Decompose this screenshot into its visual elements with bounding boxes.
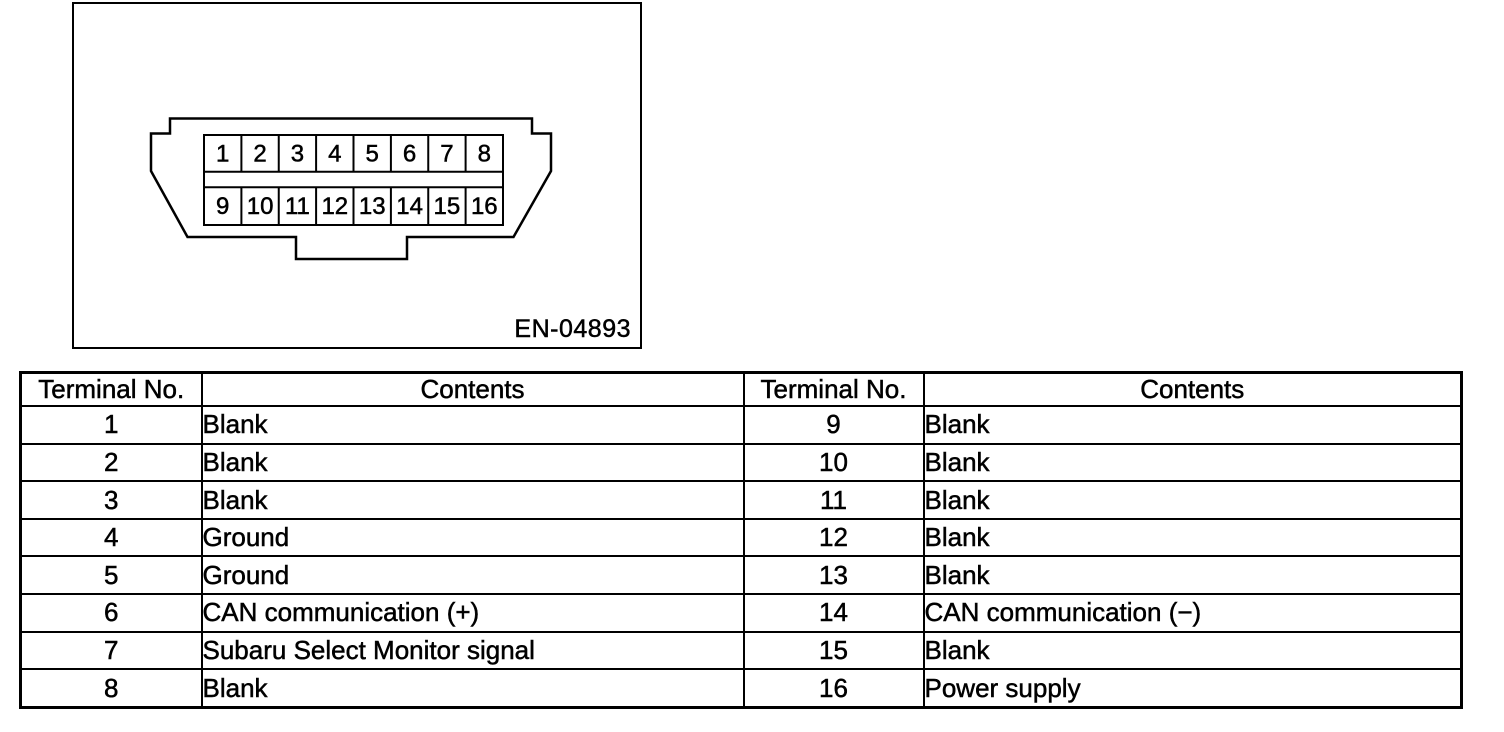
connector-diagram: 1 2 3 4 5 6 7 8 9 10 11 12 13 14 15 16 bbox=[149, 117, 553, 261]
header-terminal-no-right: Terminal No. bbox=[742, 371, 925, 407]
terminal-contents: Blank bbox=[922, 405, 1463, 445]
terminal-number: 4 bbox=[19, 517, 203, 558]
table-row: 1 Blank 9 Blank bbox=[19, 405, 1463, 445]
terminal-number: 3 bbox=[19, 480, 203, 520]
pin-number: 3 bbox=[291, 141, 304, 168]
terminal-number: 6 bbox=[19, 593, 203, 633]
pin-grid-top-dividers bbox=[240, 135, 467, 172]
pin-number: 10 bbox=[247, 193, 274, 220]
terminal-contents: Blank bbox=[922, 555, 1463, 596]
terminal-contents: Power supply bbox=[922, 668, 1463, 709]
connector-outline-shape bbox=[149, 117, 553, 261]
table-row: 3 Blank 11 Blank bbox=[19, 480, 1463, 520]
pin-number: 13 bbox=[359, 193, 386, 220]
terminal-contents: Blank bbox=[200, 668, 745, 709]
terminal-number: 8 bbox=[19, 668, 203, 709]
table-row: 7 Subaru Select Monitor signal 15 Blank bbox=[19, 630, 1463, 671]
pin-number: 11 bbox=[285, 193, 310, 220]
terminal-contents: Ground bbox=[200, 555, 745, 596]
connector-figure: 1 2 3 4 5 6 7 8 9 10 11 12 13 14 15 16 E… bbox=[72, 2, 642, 349]
table-row: 2 Blank 10 Blank bbox=[19, 442, 1463, 483]
table-row: 5 Ground 13 Blank bbox=[19, 555, 1463, 596]
pin-number: 8 bbox=[478, 141, 491, 168]
pin-grid-bottom-dividers bbox=[240, 187, 467, 225]
terminal-contents: Blank bbox=[922, 442, 1463, 483]
terminal-contents: Blank bbox=[200, 480, 745, 520]
table-row: 4 Ground 12 Blank bbox=[19, 517, 1463, 558]
terminal-contents: Blank bbox=[922, 480, 1463, 520]
terminal-contents: Blank bbox=[200, 442, 745, 483]
terminal-number: 12 bbox=[742, 517, 925, 558]
header-contents-left: Contents bbox=[200, 371, 745, 407]
terminal-number: 5 bbox=[19, 555, 203, 596]
pin-number: 16 bbox=[471, 193, 498, 220]
figure-reference-label: EN-04893 bbox=[514, 315, 631, 344]
terminal-contents: Ground bbox=[200, 517, 745, 558]
terminal-number: 13 bbox=[742, 555, 925, 596]
pin-number: 1 bbox=[216, 141, 229, 168]
terminal-number: 9 bbox=[742, 405, 925, 445]
header-contents-right: Contents bbox=[922, 371, 1463, 407]
terminal-number: 10 bbox=[742, 442, 925, 483]
terminal-number: 14 bbox=[742, 593, 925, 633]
pin-number: 9 bbox=[216, 193, 229, 220]
pin-number: 4 bbox=[328, 141, 341, 168]
terminal-contents: CAN communication (−) bbox=[922, 593, 1463, 633]
terminal-number: 15 bbox=[742, 630, 925, 671]
pin-number: 12 bbox=[321, 193, 348, 220]
terminal-contents: Blank bbox=[200, 405, 745, 445]
terminal-number: 1 bbox=[19, 405, 203, 445]
table-row: 8 Blank 16 Power supply bbox=[19, 668, 1463, 709]
terminal-number: 11 bbox=[742, 480, 925, 520]
terminal-contents: Blank bbox=[922, 630, 1463, 671]
table-header-row: Terminal No. Contents Terminal No. Conte… bbox=[19, 371, 1463, 407]
table-row: 6 CAN communication (+) 14 CAN communica… bbox=[19, 593, 1463, 633]
terminal-table: Terminal No. Contents Terminal No. Conte… bbox=[19, 371, 1463, 709]
pin-number: 2 bbox=[253, 141, 266, 168]
pin-numbers-bottom-row: 9 10 11 12 13 14 15 16 bbox=[216, 193, 498, 221]
pin-numbers-top-row: 1 2 3 4 5 6 7 8 bbox=[216, 140, 491, 168]
terminal-contents: Blank bbox=[922, 517, 1463, 558]
terminal-number: 2 bbox=[19, 442, 203, 483]
terminal-contents: Subaru Select Monitor signal bbox=[200, 630, 745, 671]
pin-number: 15 bbox=[434, 193, 461, 220]
pin-number: 6 bbox=[403, 141, 416, 168]
header-terminal-no-left: Terminal No. bbox=[19, 371, 203, 407]
pin-number: 5 bbox=[366, 141, 379, 168]
pin-number: 7 bbox=[440, 141, 453, 168]
terminal-number: 7 bbox=[19, 630, 203, 671]
terminal-number: 16 bbox=[742, 668, 925, 709]
pin-number: 14 bbox=[396, 193, 423, 220]
terminal-contents: CAN communication (+) bbox=[200, 593, 745, 633]
